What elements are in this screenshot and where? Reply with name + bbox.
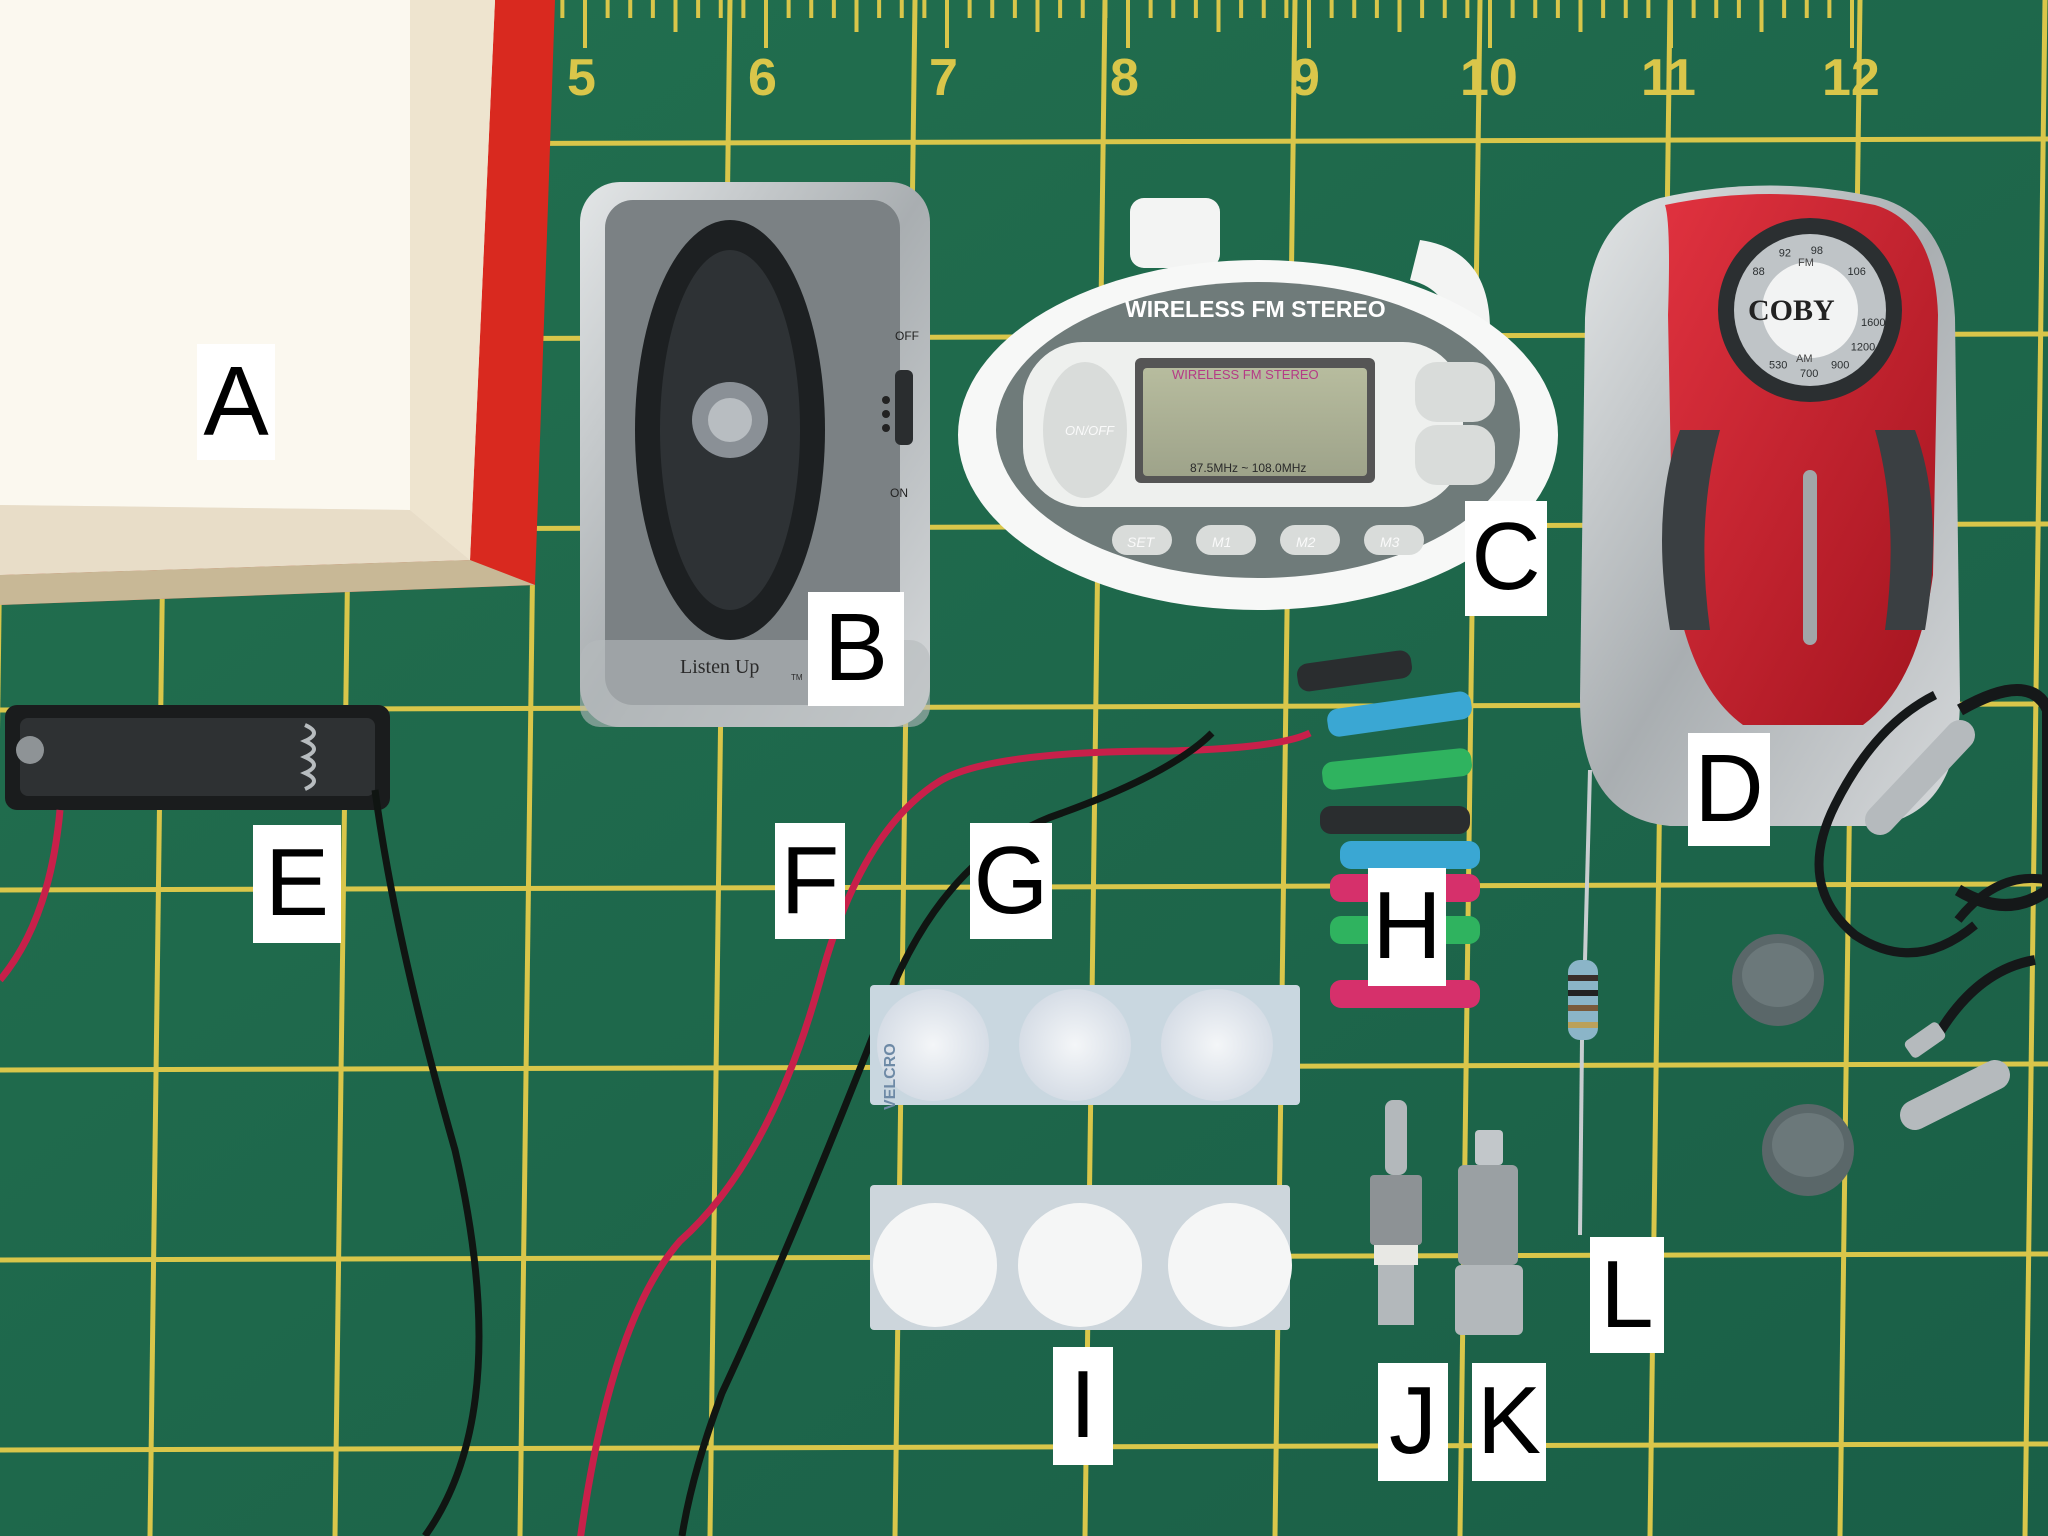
amplifier-brand-text: Listen Up xyxy=(680,656,759,678)
radio-dial-number: 88 xyxy=(1753,266,1765,278)
item-label-k: K xyxy=(1472,1363,1546,1481)
item-label-j: J xyxy=(1378,1363,1448,1481)
item-label-c: C xyxy=(1465,501,1547,616)
item-label-a: A xyxy=(197,344,275,460)
fm-m2-text: M2 xyxy=(1296,534,1316,550)
fm-set-button[interactable] xyxy=(1112,525,1172,555)
radio-dial-number: 900 xyxy=(1831,360,1849,372)
ruler-number: 10 xyxy=(1460,49,1518,107)
radio-dial-number: 530 xyxy=(1769,360,1787,372)
item-label-f: F xyxy=(775,823,845,939)
item-label-b: B xyxy=(808,592,904,706)
radio-dial-number: 1600 xyxy=(1861,317,1885,329)
fm-set-text: SET xyxy=(1127,534,1156,550)
item-label-g: G xyxy=(970,823,1052,939)
radio-dial-number: 1200 xyxy=(1851,342,1875,354)
fm-title-text: WIRELESS FM STEREO xyxy=(1125,296,1386,322)
item-label-e: E xyxy=(253,825,341,943)
earbuds-item xyxy=(1732,684,2048,1196)
resistor-item-l xyxy=(1568,769,1598,1236)
fm-transmitter-item-c xyxy=(958,198,1558,610)
ruler-number: 7 xyxy=(929,49,958,107)
ruler-number: 8 xyxy=(1110,49,1139,107)
mat-ruler: 456789101112 xyxy=(386,0,1880,107)
fm-onoff-text: ON/OFF xyxy=(1065,423,1115,438)
fm-m2-button[interactable] xyxy=(1280,525,1340,555)
book-item-a xyxy=(0,0,555,605)
radio-dial-number: 92 xyxy=(1779,248,1791,260)
fm-screen-title-text: WIRELESS FM STEREO xyxy=(1172,367,1319,382)
ruler-number: 5 xyxy=(567,49,596,107)
radio-dial-number: 106 xyxy=(1847,266,1865,278)
item-label-h: H xyxy=(1368,868,1446,986)
ruler-number: 9 xyxy=(1291,49,1320,107)
coby-radio-item-d xyxy=(1580,185,1960,826)
amplifier-tm-text: TM xyxy=(791,673,803,682)
ruler-number: 12 xyxy=(1822,49,1880,107)
hearing-amplifier-item-b xyxy=(580,182,930,727)
amplifier-off-text: OFF xyxy=(895,329,919,343)
fm-frequency-text: 87.5MHz ~ 108.0MHz xyxy=(1190,461,1306,475)
fm-down-button[interactable] xyxy=(1415,425,1495,485)
radio-fm-text: FM xyxy=(1798,257,1814,269)
item-label-d: D xyxy=(1688,733,1770,846)
radio-dial-number: 98 xyxy=(1811,245,1823,257)
item-label-l: L xyxy=(1590,1237,1664,1353)
grid-line-horizontal xyxy=(0,1441,2048,1453)
velcro-brand-text: VELCRO xyxy=(882,1043,899,1110)
velcro-dots-item-i xyxy=(870,985,1300,1330)
ruler-number: 6 xyxy=(748,49,777,107)
audio-jack-item-k xyxy=(1455,1130,1523,1335)
ruler-number: 11 xyxy=(1641,49,1696,107)
amplifier-on-text: ON xyxy=(890,486,908,500)
battery-holder-item-e xyxy=(0,705,483,1536)
fm-onoff-button[interactable] xyxy=(1043,362,1127,498)
fm-m3-text: M3 xyxy=(1380,534,1400,550)
audio-plug-item-j xyxy=(1370,1100,1422,1325)
fm-m1-text: M1 xyxy=(1212,534,1231,550)
fm-m1-button[interactable] xyxy=(1196,525,1256,555)
radio-am-text: AM xyxy=(1796,353,1813,365)
item-label-i: I xyxy=(1053,1347,1113,1465)
grid-line-vertical xyxy=(2022,0,2048,1536)
radio-dial-number: 700 xyxy=(1800,368,1818,380)
fm-m3-button[interactable] xyxy=(1364,525,1424,555)
radio-brand-text: COBY xyxy=(1748,294,1835,327)
fm-up-button[interactable] xyxy=(1415,362,1495,422)
